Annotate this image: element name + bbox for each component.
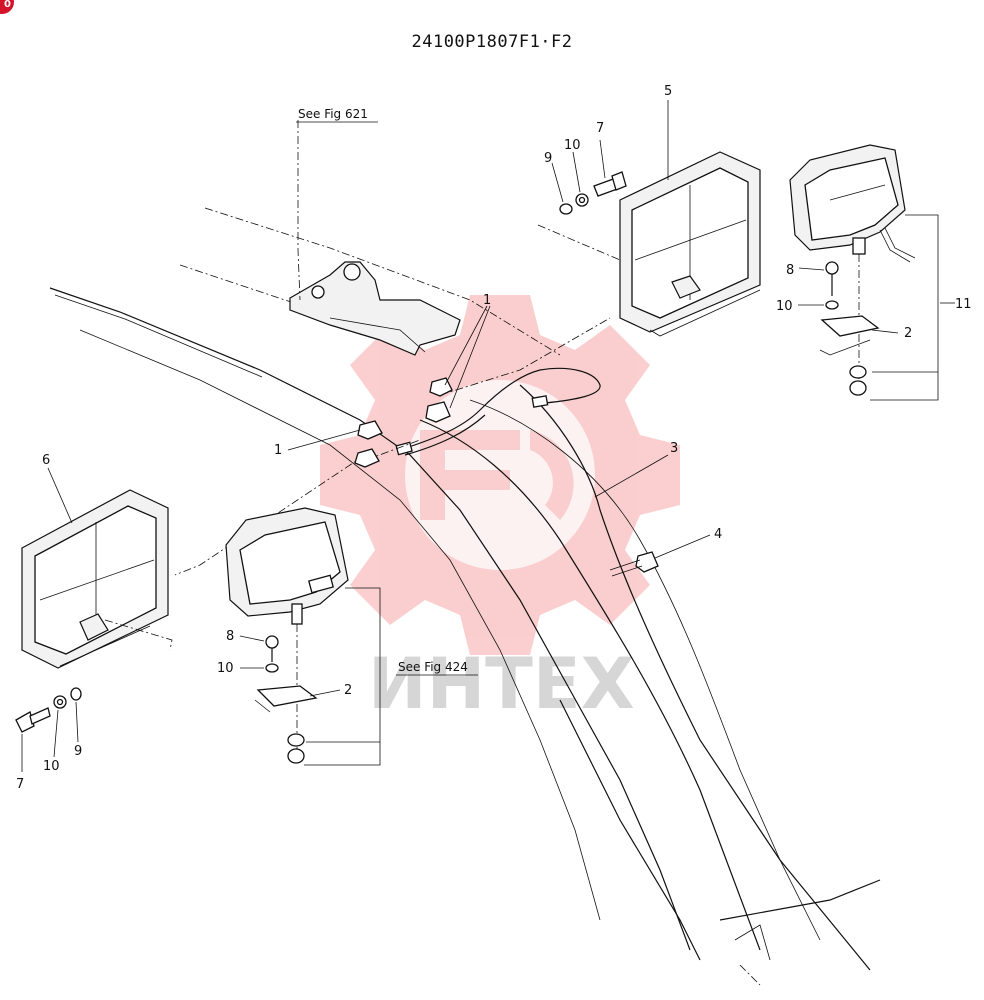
callout-7-left: 7 <box>16 777 24 792</box>
watermark-text: ИНТЕХ <box>368 643 635 725</box>
diagram-title: 24100P1807F1·F2 <box>411 32 573 52</box>
callout-9-right: 9 <box>544 151 552 166</box>
callout-10-right: 10 <box>776 299 793 314</box>
work-lamp-left <box>225 507 381 766</box>
wire-harness <box>174 317 871 971</box>
callout-9-left: 9 <box>74 744 82 759</box>
boom-bracket <box>289 120 461 356</box>
callout-1-upper: 1 <box>483 293 491 308</box>
callout-4: 4 <box>714 527 722 542</box>
callout-6: 6 <box>42 453 50 468</box>
callout-10-left: 10 <box>217 661 234 676</box>
lamp-guard-right <box>619 151 761 337</box>
work-lamp-right <box>789 144 939 401</box>
callout-8-right: 8 <box>786 263 794 278</box>
callout-numbers: 1 1 2 2 3 4 5 6 7 7 8 8 9 9 10 10 10 10 … <box>16 84 972 792</box>
ref-see-fig-424: See Fig 424 <box>398 660 468 674</box>
ref-see-fig-621: See Fig 621 <box>298 107 368 121</box>
callout-5: 5 <box>664 84 672 99</box>
callout-7-right: 7 <box>596 121 604 136</box>
callout-10-left-bottom: 10 <box>43 759 60 774</box>
callout-2-left: 2 <box>344 683 352 698</box>
lamp-guard-left <box>21 489 173 669</box>
callout-2-right: 2 <box>904 326 912 341</box>
callout-11: 11 <box>955 297 972 312</box>
callout-3: 3 <box>670 441 678 456</box>
clamp-part-4 <box>609 551 659 577</box>
hardware-left <box>15 687 82 733</box>
watermark-logo <box>320 295 680 655</box>
callout-1-left: 1 <box>274 443 282 458</box>
boom-arm <box>49 207 881 986</box>
leader-lines <box>21 100 955 772</box>
callout-10-right-top: 10 <box>564 138 581 153</box>
callout-8-left: 8 <box>226 629 234 644</box>
hardware-right <box>537 171 627 261</box>
